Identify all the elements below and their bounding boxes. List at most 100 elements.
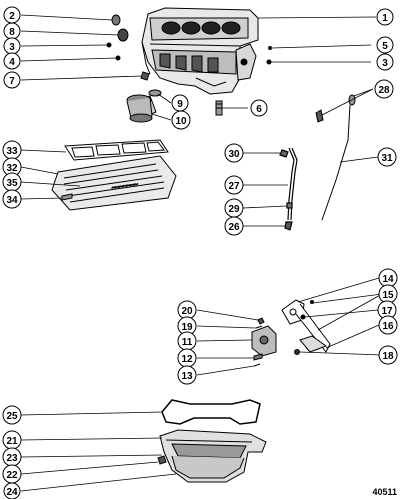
svg-text:24: 24 xyxy=(6,487,18,498)
dipstick xyxy=(315,94,356,221)
svg-text:10: 10 xyxy=(175,116,187,127)
svg-text:23: 23 xyxy=(6,453,18,464)
svg-text:19: 19 xyxy=(181,322,193,333)
leader-lines xyxy=(20,14,383,492)
callout-23: 23 xyxy=(2,447,22,467)
screw-part-34 xyxy=(61,193,73,201)
svg-text:16: 16 xyxy=(382,321,394,332)
svg-text:27: 27 xyxy=(228,181,240,192)
oil-filter xyxy=(126,89,162,123)
screw-part-19 xyxy=(255,325,263,329)
svg-text:3: 3 xyxy=(382,58,388,69)
svg-text:28: 28 xyxy=(378,85,390,96)
clip-part-30 xyxy=(279,149,289,158)
stud-part-6 xyxy=(215,100,223,116)
pin-part-20 xyxy=(257,317,265,325)
side-cover: ~~~~~~~ xyxy=(51,155,177,211)
callout-6: 6 xyxy=(250,99,268,117)
svg-text:9: 9 xyxy=(177,99,183,110)
callout-22: 22 xyxy=(2,464,22,484)
callout-8: 8 xyxy=(3,22,21,40)
oil-pan-gasket xyxy=(161,399,261,425)
callout-24: 24 xyxy=(3,482,21,499)
svg-text:6: 6 xyxy=(256,104,262,115)
svg-text:1: 1 xyxy=(382,13,388,24)
svg-text:8: 8 xyxy=(9,27,15,38)
plug-part-3-right xyxy=(266,59,272,65)
callout-10: 10 xyxy=(171,110,191,130)
oil-pump-assembly xyxy=(251,317,277,367)
svg-text:7: 7 xyxy=(9,76,15,87)
callout-1: 1 xyxy=(376,8,394,26)
screw-part-13 xyxy=(253,363,261,367)
callout-13: 13 xyxy=(177,365,197,385)
callout-27: 27 xyxy=(224,175,244,195)
callout-35: 35 xyxy=(2,172,22,192)
svg-text:21: 21 xyxy=(6,436,18,447)
svg-text:17: 17 xyxy=(381,306,393,317)
svg-text:11: 11 xyxy=(182,337,193,348)
plug-part-8 xyxy=(117,28,129,42)
drain-plug-part-22 xyxy=(157,455,167,465)
callout-3-right: 3 xyxy=(376,53,394,71)
clip-part-29 xyxy=(286,202,293,209)
svg-text:13: 13 xyxy=(181,371,193,382)
callout-2: 2 xyxy=(3,6,21,24)
plug-part-2 xyxy=(111,14,121,26)
svg-text:22: 22 xyxy=(6,470,18,481)
svg-text:15: 15 xyxy=(382,290,394,301)
svg-text:35: 35 xyxy=(6,178,18,189)
callout-28: 28 xyxy=(374,79,394,99)
callout-12: 12 xyxy=(177,348,197,368)
screw-part-15 xyxy=(310,300,314,304)
callout-15: 15 xyxy=(378,284,398,304)
dipstick-tube xyxy=(279,147,298,231)
callout-31: 31 xyxy=(377,147,397,167)
plug-part-3 xyxy=(106,42,112,48)
side-cover-gasket xyxy=(64,139,169,161)
callout-3-left: 3 xyxy=(3,37,21,55)
engine-block xyxy=(141,7,259,95)
callout-11: 11 xyxy=(177,331,197,351)
callout-18: 18 xyxy=(378,345,398,365)
callout-7: 7 xyxy=(3,71,21,89)
callout-30: 30 xyxy=(224,143,244,163)
nut-part-18 xyxy=(294,349,300,355)
figure-reference-number: 40511 xyxy=(372,487,397,497)
callout-26: 26 xyxy=(224,216,244,236)
plug-part-5 xyxy=(268,46,272,50)
svg-text:32: 32 xyxy=(6,163,18,174)
callout-20: 20 xyxy=(177,300,197,320)
fitting-part-26 xyxy=(284,221,293,231)
plug-part-4 xyxy=(115,55,121,61)
callout-29: 29 xyxy=(224,198,244,218)
callout-16: 16 xyxy=(378,315,398,335)
oil-pump-pickup xyxy=(281,299,331,355)
callout-25: 25 xyxy=(2,405,22,425)
svg-text:29: 29 xyxy=(228,204,240,215)
callout-4: 4 xyxy=(3,52,21,70)
svg-text:33: 33 xyxy=(6,146,18,157)
svg-text:4: 4 xyxy=(9,57,15,68)
washer-part-17 xyxy=(300,314,306,320)
callout-9: 9 xyxy=(171,94,189,112)
top-left-small-parts xyxy=(106,14,272,81)
svg-text:31: 31 xyxy=(381,153,393,164)
svg-text:2: 2 xyxy=(9,11,15,22)
svg-text:20: 20 xyxy=(181,306,193,317)
callout-5: 5 xyxy=(376,36,394,54)
fitting-part-7 xyxy=(140,71,150,81)
svg-text:30: 30 xyxy=(228,149,240,160)
screw-part-12 xyxy=(253,353,263,361)
svg-text:18: 18 xyxy=(382,351,394,362)
svg-text:5: 5 xyxy=(382,41,388,52)
callout-21: 21 xyxy=(2,430,22,450)
callout-14: 14 xyxy=(378,268,398,288)
svg-text:26: 26 xyxy=(228,222,240,233)
svg-text:14: 14 xyxy=(382,274,394,285)
grommet-part-28 xyxy=(315,109,324,123)
oil-pan xyxy=(157,429,267,483)
callouts: 2 8 3 4 7 9 10 1 5 3 6 28 31 30 27 29 26… xyxy=(2,6,398,499)
